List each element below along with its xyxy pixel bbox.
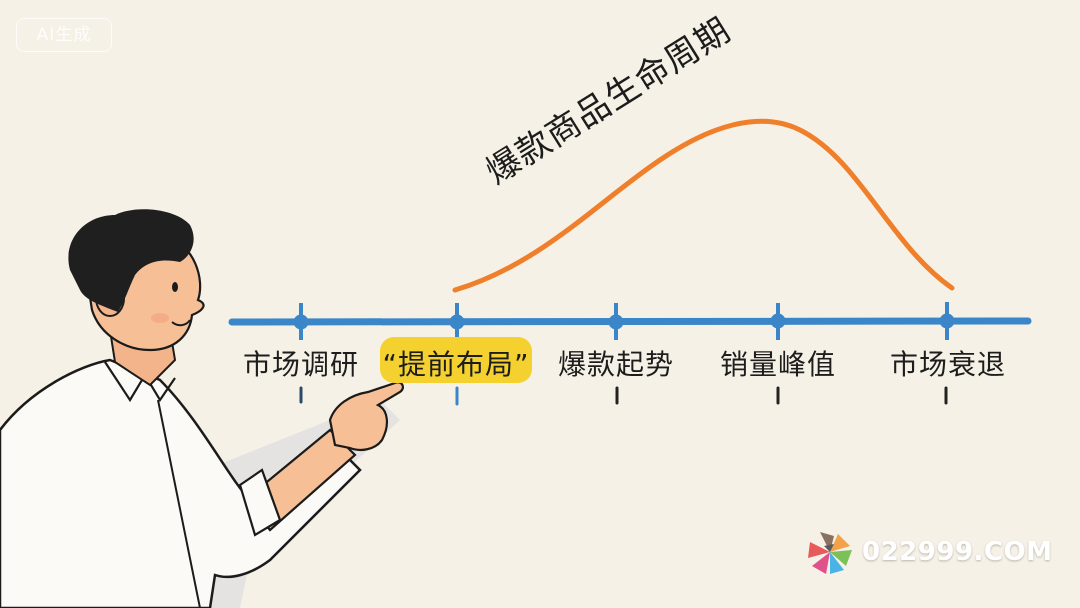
timeline-node-1 xyxy=(293,303,309,340)
stage-label-sales-peak: 销量峰值 xyxy=(719,348,837,381)
stage-label-market-research: 市场调研 xyxy=(242,348,360,381)
shirt xyxy=(0,358,362,608)
timeline-nodes xyxy=(293,302,955,340)
timeline-node-5 xyxy=(939,302,955,340)
stage-label-hit-takeoff: 爆款起势 xyxy=(557,348,675,381)
watermark: 022999.COM xyxy=(806,528,1052,576)
timeline-node-2 xyxy=(449,303,465,340)
stage-label-market-decline: 市场衰退 xyxy=(889,348,1007,381)
timeline-node-3 xyxy=(608,303,624,340)
pinwheel-logo-icon xyxy=(808,532,852,574)
ai-generated-badge: AI生成 xyxy=(16,18,112,52)
highlight-box xyxy=(380,337,532,383)
watermark-text: 022999.COM xyxy=(862,537,1053,567)
lower-ticks xyxy=(299,386,948,406)
hair xyxy=(68,209,194,312)
stage-label-early-positioning: “提前布局” xyxy=(382,348,530,381)
timeline-node-4 xyxy=(770,303,786,340)
presenter-character xyxy=(0,209,404,608)
timeline-axis xyxy=(228,317,1032,326)
lifecycle-curve xyxy=(452,118,955,293)
pointing-hand xyxy=(328,381,404,451)
